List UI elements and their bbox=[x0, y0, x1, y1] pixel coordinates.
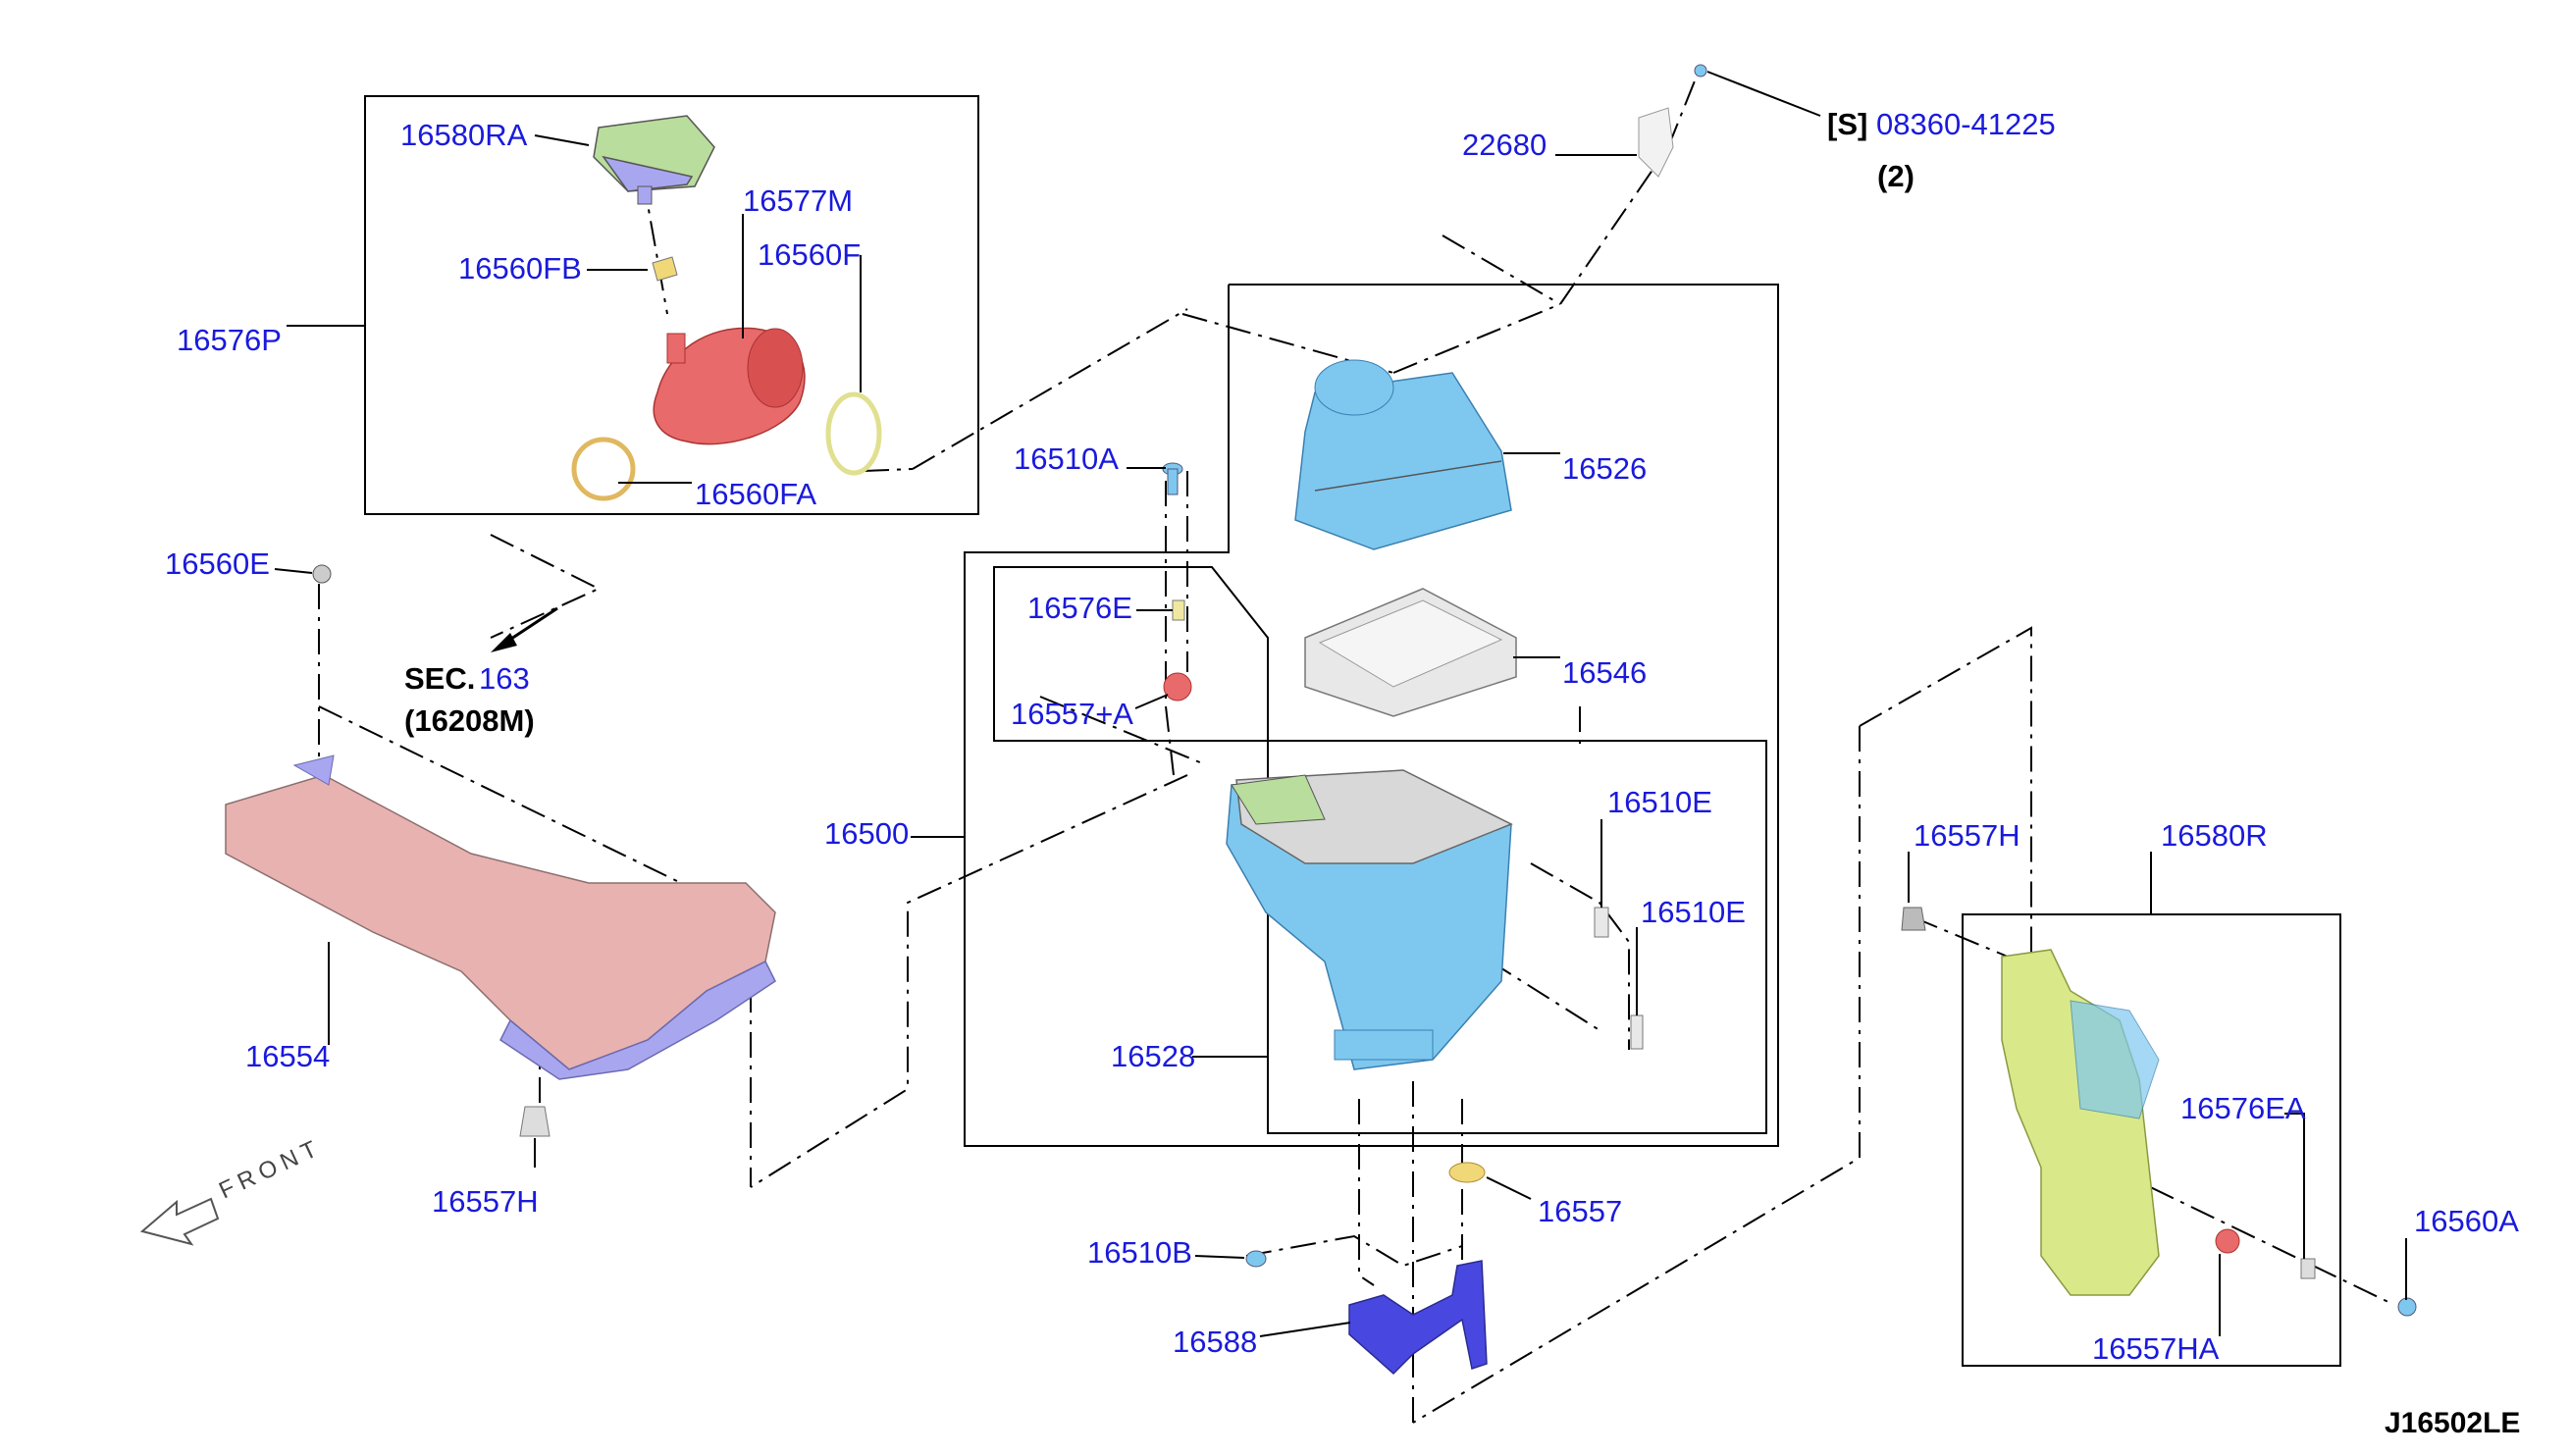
assembly-line-22 bbox=[2109, 1167, 2395, 1306]
assembly-line-2 bbox=[912, 308, 1188, 470]
assembly-line-25 bbox=[863, 468, 914, 472]
label-16557H-1: 16557H bbox=[1914, 818, 2020, 853]
label-16560FB: 16560FB bbox=[458, 251, 582, 286]
clamp-16560F bbox=[825, 391, 882, 476]
assembly-line-10 bbox=[318, 705, 722, 904]
assembly-line-4 bbox=[1392, 146, 1669, 374]
assembly-line-14 bbox=[1412, 726, 1861, 1424]
diagram-code: J16502LE bbox=[2385, 1407, 2520, 1439]
assembly-line-5 bbox=[1442, 234, 1561, 305]
leader-screw bbox=[1706, 71, 1821, 117]
front-label: FRONT bbox=[215, 1133, 327, 1204]
bolt-16510B bbox=[1245, 1250, 1267, 1268]
assembly-line-6 bbox=[1667, 73, 1699, 148]
label-16560A: 16560A bbox=[2414, 1204, 2519, 1238]
leader-16576EA bbox=[2284, 1113, 2305, 1259]
label-16557H-2: 16557H bbox=[432, 1184, 539, 1219]
label-16560E: 16560E bbox=[165, 546, 270, 581]
label-16580RA: 16580RA bbox=[400, 118, 528, 152]
clip-16560A bbox=[2397, 1297, 2417, 1317]
grommet-16576EA bbox=[2300, 1258, 2316, 1279]
sec-arrow-icon bbox=[491, 606, 558, 652]
label-16528: 16528 bbox=[1111, 1039, 1195, 1073]
mount-16557A bbox=[1163, 672, 1192, 702]
label-16588: 16588 bbox=[1173, 1325, 1257, 1359]
clip-16560E bbox=[312, 564, 332, 584]
label-16510E-2: 16510E bbox=[1641, 895, 1746, 929]
assembly-line-7 bbox=[1165, 481, 1175, 776]
label-22680: 22680 bbox=[1462, 128, 1547, 162]
assembly-line-1 bbox=[490, 534, 602, 639]
label-16546: 16546 bbox=[1562, 655, 1647, 690]
bolt-16510E-2 bbox=[1630, 1014, 1644, 1050]
bushing-16557 bbox=[1448, 1162, 1486, 1183]
label-16580R: 16580R bbox=[2161, 818, 2268, 853]
air-hose-16577M bbox=[653, 327, 806, 445]
air-cleaner-body-16528 bbox=[1226, 769, 1513, 1070]
label-16510B: 16510B bbox=[1087, 1235, 1192, 1270]
bracket-16588 bbox=[1348, 1260, 1488, 1376]
mount-16557HA bbox=[2215, 1228, 2240, 1254]
screw-08360-41225 bbox=[1694, 64, 1707, 78]
label-16577M: 16577M bbox=[743, 183, 853, 218]
label-16557A: 16557+A bbox=[1011, 697, 1133, 731]
assembly-line-8 bbox=[750, 774, 1188, 1188]
label-sec-number: 163 bbox=[479, 661, 530, 696]
clip-16560FB bbox=[652, 256, 678, 282]
clamp-16560FA bbox=[571, 437, 636, 501]
label-screw-tag: [S] bbox=[1827, 107, 1867, 141]
mount-16557H-1 bbox=[1901, 907, 1926, 931]
assembly-line-23 bbox=[1039, 696, 1208, 766]
assembly-line-17 bbox=[1358, 1099, 1375, 1286]
air-filter-16546 bbox=[1304, 588, 1517, 717]
bolt-16510E-1 bbox=[1594, 907, 1609, 938]
leader-16588 bbox=[1259, 1322, 1351, 1337]
label-16510E-1: 16510E bbox=[1607, 785, 1712, 819]
assembly-line-19 bbox=[1530, 862, 1630, 1050]
leader-16557A bbox=[1134, 694, 1169, 709]
assembly-line-18 bbox=[1245, 1234, 1463, 1268]
air-duct-16554 bbox=[225, 754, 776, 1080]
box-16500 bbox=[964, 284, 1779, 1147]
label-16526: 16526 bbox=[1562, 451, 1647, 486]
label-16560FA: 16560FA bbox=[695, 477, 816, 511]
label-16510A: 16510A bbox=[1014, 442, 1119, 476]
label-16557: 16557 bbox=[1538, 1194, 1622, 1228]
label-sec-sub: (16208M) bbox=[404, 703, 535, 738]
leader-16560E bbox=[274, 568, 313, 574]
label-16576EA: 16576EA bbox=[2180, 1091, 2306, 1125]
resonator-lid-16580RA bbox=[593, 115, 715, 205]
leader-16510B bbox=[1194, 1255, 1245, 1259]
box-16576P bbox=[364, 95, 979, 515]
bolt-16510A bbox=[1162, 462, 1183, 495]
mount-16557H-2 bbox=[519, 1106, 551, 1137]
label-16560F: 16560F bbox=[758, 237, 861, 272]
leader-16580RA bbox=[534, 134, 590, 146]
label-sec-prefix: SEC. bbox=[404, 661, 475, 696]
label-16554: 16554 bbox=[245, 1039, 330, 1073]
label-16576P: 16576P bbox=[177, 323, 282, 357]
label-16576E: 16576E bbox=[1027, 591, 1132, 625]
sensor-22680 bbox=[1638, 107, 1674, 178]
label-screw-qty: (2) bbox=[1877, 159, 1914, 193]
assembly-line-13 bbox=[1859, 626, 2032, 981]
resonator-16580R bbox=[2001, 949, 2160, 1296]
grommet-16576E bbox=[1172, 599, 1185, 621]
box-16528-inner bbox=[993, 566, 1767, 1134]
air-cleaner-cover-16526 bbox=[1294, 359, 1512, 550]
label-screw-part: 08360-41225 bbox=[1876, 107, 2056, 141]
front-arrow-icon bbox=[139, 1197, 220, 1246]
label-16500: 16500 bbox=[824, 816, 909, 851]
leader-16557 bbox=[1486, 1176, 1532, 1200]
label-16557HA: 16557HA bbox=[2092, 1331, 2220, 1366]
